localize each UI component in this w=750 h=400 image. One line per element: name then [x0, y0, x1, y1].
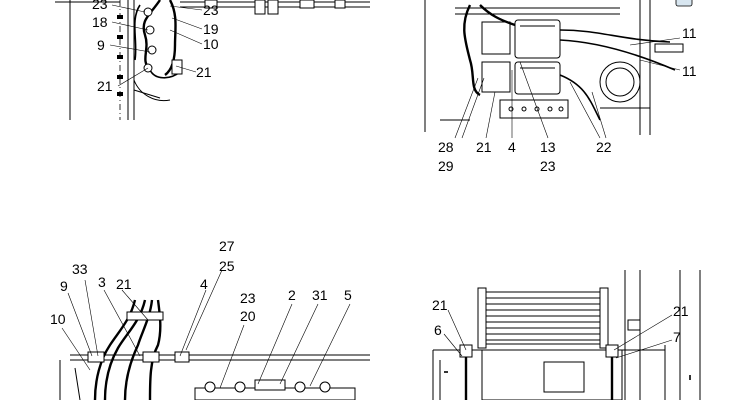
callout-label: 10: [50, 311, 66, 327]
callout-label: 10: [203, 36, 219, 52]
panel-bottom-right: 21 21 6 7: [432, 270, 701, 400]
callout-label: 9: [97, 37, 105, 53]
callout-label: 11: [682, 63, 697, 79]
callout-label: 23: [92, 0, 108, 12]
callout-label: 11: [682, 25, 697, 41]
callout-label: 18: [92, 14, 108, 30]
callout-label: 4: [508, 139, 516, 155]
callout-label: 21: [196, 64, 212, 80]
callout-label: 6: [434, 322, 442, 338]
callout-label: 23: [540, 158, 556, 174]
callout-label: 33: [72, 261, 88, 277]
panel-top-right: 11 11 28 29 21 4 13 23 22: [424, 0, 697, 174]
callout-label: 31: [312, 287, 328, 303]
callout-label: 19: [203, 21, 219, 37]
callout-label: 4: [200, 276, 208, 292]
callout-label: 23: [203, 2, 219, 18]
callout-label: 23: [240, 290, 256, 306]
callout-label: 21: [673, 303, 689, 319]
callout-label: 28: [438, 139, 454, 155]
callout-label: 7: [673, 329, 681, 345]
callout-label: 25: [219, 258, 235, 274]
panel-bottom-left: 27 25 33 9 21 3 4 10 23 20 2 31 5: [50, 238, 370, 400]
callout-label: 13: [540, 139, 556, 155]
callout-label: 21: [116, 276, 132, 292]
callout-label: 3: [98, 274, 106, 290]
callout-label: 27: [219, 238, 235, 254]
callout-label: 21: [432, 297, 448, 313]
callout-label: 21: [476, 139, 492, 155]
callout-label: 5: [344, 287, 352, 303]
callout-label: 22: [596, 139, 612, 155]
reference-tag-icon: [675, 0, 693, 7]
callout-label: 2: [288, 287, 296, 303]
callout-label: 21: [97, 78, 113, 94]
callout-label: 9: [60, 278, 68, 294]
callout-label: 29: [438, 158, 454, 174]
panel-top-left: 23 18 9 21 23 19 10 21: [55, 0, 370, 120]
callout-label: 20: [240, 308, 256, 324]
